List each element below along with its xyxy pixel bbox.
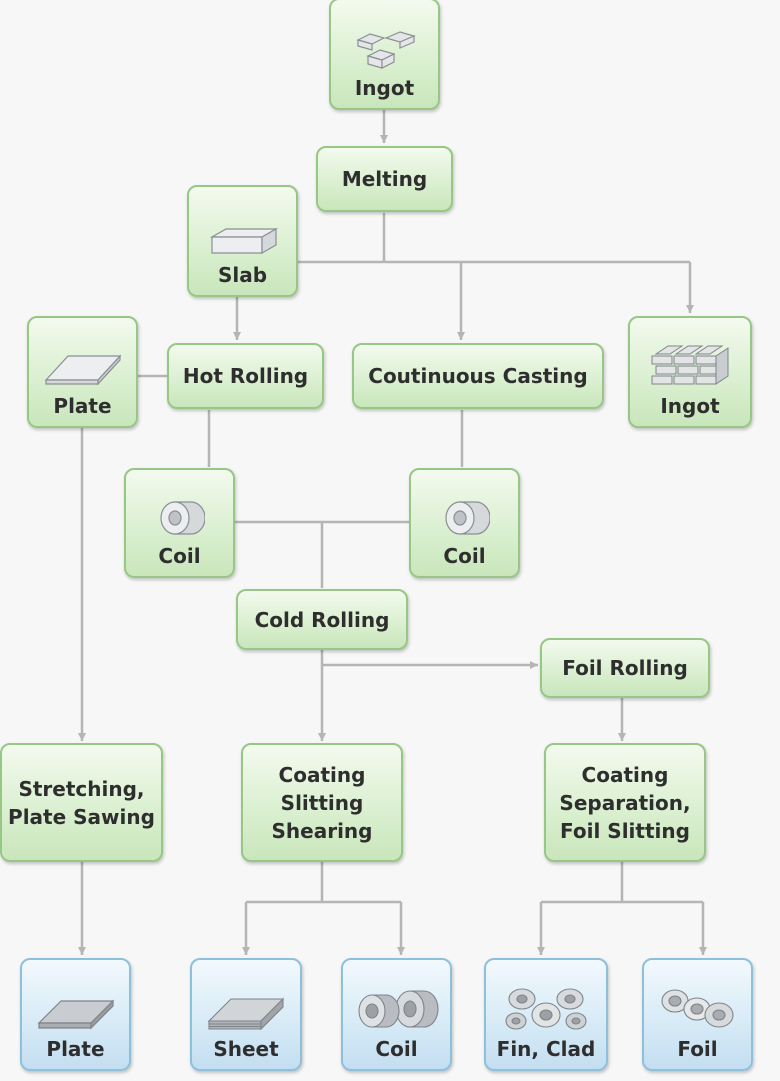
node-label: Sheet <box>213 1037 279 1061</box>
node-label: Coutinuous Casting <box>368 364 588 388</box>
node-coil-left: Coil <box>124 468 235 578</box>
node-out-sheet: Sheet <box>190 958 302 1071</box>
node-ingot-top: Ingot <box>329 0 440 110</box>
node-label: Cold Rolling <box>254 607 390 632</box>
node-cold-rolling: Cold Rolling <box>236 589 408 650</box>
ingot-stack-icon <box>355 31 416 69</box>
node-label-line-1: Stretching, <box>18 776 145 801</box>
node-label: Melting <box>341 167 428 191</box>
node-label: Ingot <box>354 76 415 100</box>
sheet-stack-icon <box>207 997 285 1031</box>
node-label-line-3: Foil Slitting <box>560 818 690 843</box>
coil-roll-icon <box>444 501 490 535</box>
node-label: Plate <box>46 1037 105 1061</box>
node-slab: Slab <box>187 185 298 297</box>
node-label-line-1: Coating <box>581 762 669 787</box>
node-label: Coil <box>443 544 486 568</box>
node-coil-right: Coil <box>409 468 520 578</box>
node-hot-rolling: Hot Rolling <box>167 343 324 409</box>
node-label: Hot Rolling <box>182 364 309 388</box>
node-plate-mid: Plate <box>27 316 138 428</box>
node-coating-separation-foil-slitting: Coating Separation, Foil Slitting <box>544 743 706 862</box>
node-stretching-plate-sawing: Stretching, Plate Sawing <box>0 743 163 862</box>
node-out-foil: Foil <box>642 958 753 1071</box>
node-label: Ingot <box>660 394 720 418</box>
node-continuous-casting: Coutinuous Casting <box>352 343 604 409</box>
node-ingot-right: Ingot <box>628 316 752 428</box>
node-label-line-2: Separation, <box>559 790 691 815</box>
fin-coil-icon <box>505 988 587 1030</box>
node-label: Plate <box>53 394 112 418</box>
node-label: Slab <box>217 263 268 287</box>
node-melting: Melting <box>316 146 453 212</box>
node-out-plate: Plate <box>20 958 131 1071</box>
coil-roll-icon <box>159 501 205 535</box>
node-label-line-3: Shearing <box>271 818 373 843</box>
node-coating-slitting-shearing: Coating Slitting Shearing <box>241 743 403 862</box>
coil-pair-icon <box>357 990 439 1028</box>
plate-sheet-icon <box>44 354 121 386</box>
node-label: Coil <box>158 544 201 568</box>
slab-block-icon <box>209 227 278 255</box>
node-label-line-2: Plate Sawing <box>8 804 155 829</box>
node-label: Foil Rolling <box>562 656 688 680</box>
ingot-pile-icon <box>651 345 729 385</box>
node-foil-rolling: Foil Rolling <box>540 638 710 698</box>
node-label: Fin, Clad <box>496 1037 596 1061</box>
foil-rolls-icon <box>660 989 734 1028</box>
node-label: Foil <box>677 1037 718 1061</box>
node-out-fin-clad: Fin, Clad <box>484 958 608 1071</box>
node-label-line-2: Slitting <box>280 790 364 815</box>
node-out-coil: Coil <box>341 958 452 1071</box>
node-label: Coil <box>375 1037 418 1061</box>
plate-sheet-icon <box>37 999 114 1030</box>
node-label-line-1: Coating <box>278 762 366 787</box>
